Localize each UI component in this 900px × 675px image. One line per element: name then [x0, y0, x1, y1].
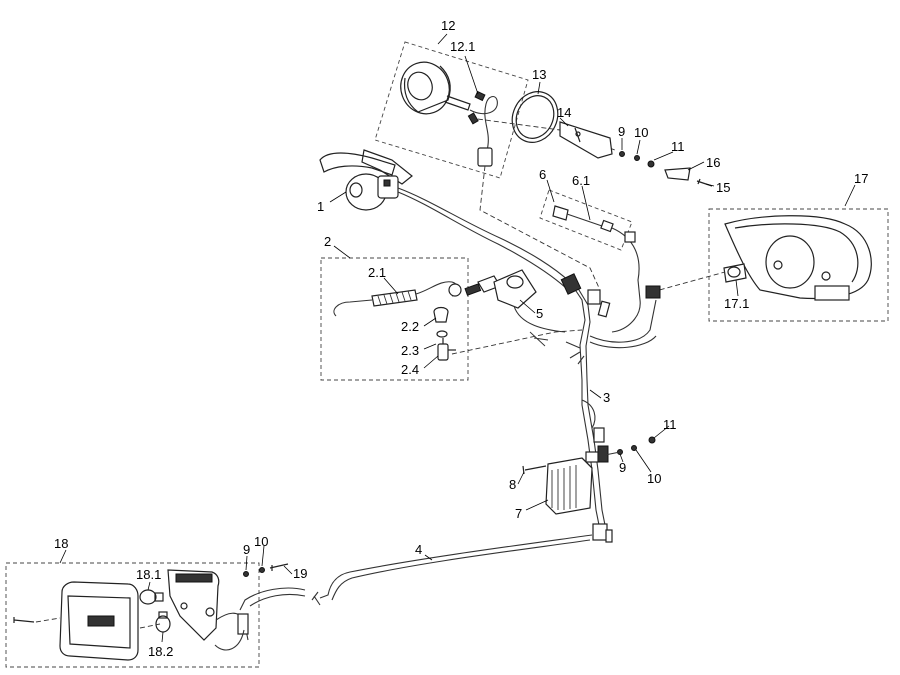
callout-8: 8: [509, 477, 516, 492]
callout-1: 1: [317, 199, 324, 214]
callout-5: 5: [536, 306, 543, 321]
callout-10-lower: 10: [254, 534, 268, 549]
callout-9-mid: 9: [619, 460, 626, 475]
callout-19: 19: [293, 566, 307, 581]
voltage-regulator: [545, 457, 593, 515]
screw-18-left: [13, 617, 35, 623]
callout-2-4: 2.4: [401, 362, 419, 377]
callout-2: 2: [324, 234, 331, 249]
callout-11-upper: 11: [671, 139, 685, 154]
bolt-8: [522, 465, 547, 475]
callout-18-1: 18.1: [136, 567, 161, 582]
callout-2-3: 2.3: [401, 343, 419, 358]
reflector-16: [664, 167, 691, 181]
callout-10-upper: 10: [634, 125, 648, 140]
callout-9-lower: 9: [243, 542, 250, 557]
tether-cord-2-1: [333, 281, 462, 317]
kill-switch-ring-2-3: [436, 330, 448, 338]
speedometer-dashed-line: [479, 165, 601, 291]
callout-9-upper: 9: [618, 124, 625, 139]
callout-4: 4: [415, 542, 422, 557]
group-box-2: [320, 257, 469, 381]
switch-cable: [397, 187, 571, 283]
callout-12: 12: [441, 18, 455, 33]
group-box-17: [708, 208, 889, 322]
headlight-bulb-17-1: [723, 263, 747, 283]
tail-bulb-18-2: [155, 611, 171, 633]
rear-wiring-harness: [239, 534, 593, 611]
callout-11-mid: 11: [663, 417, 677, 432]
callout-6-1: 6.1: [572, 173, 590, 188]
tail-light-housing: [167, 569, 220, 641]
group-box-6: [539, 189, 633, 251]
speedometer-connector: [467, 95, 498, 167]
nut-11-mid: [648, 436, 656, 444]
callout-16: 16: [706, 155, 720, 170]
group-box-18: [5, 562, 260, 668]
main-wiring-harness: [560, 273, 657, 543]
relay-6-1: [552, 205, 614, 233]
callout-12-1: 12.1: [450, 39, 475, 54]
speedometer: [400, 61, 486, 115]
tail-bulb-18-1: [139, 589, 164, 605]
callout-2-2: 2.2: [401, 319, 419, 334]
callout-18: 18: [54, 536, 68, 551]
tail-light-lens: [59, 581, 139, 661]
washer-10-upper: [634, 155, 640, 161]
callout-17: 17: [854, 171, 868, 186]
washer-9-lower: [243, 571, 249, 577]
ignition-switch: [464, 269, 537, 309]
handlebar-switch-assembly: [319, 149, 413, 211]
callout-7: 7: [515, 506, 522, 521]
callout-17-1: 17.1: [724, 296, 749, 311]
callout-15: 15: [716, 180, 730, 195]
bolt-19: [269, 563, 289, 571]
callout-6: 6: [539, 167, 546, 182]
headlight: [724, 215, 872, 301]
kill-switch-cap-2-2: [433, 306, 449, 323]
callout-18-2: 18.2: [148, 644, 173, 659]
group-box-12: [374, 41, 529, 179]
washer-9-upper: [619, 151, 625, 157]
washer-10-lower: [259, 567, 265, 573]
bezel-ring: [511, 91, 559, 143]
callout-10-mid: 10: [647, 471, 661, 486]
callout-3: 3: [603, 390, 610, 405]
nut-11-upper: [647, 160, 655, 168]
callout-2-1: 2.1: [368, 265, 386, 280]
callout-13: 13: [532, 67, 546, 82]
callout-14: 14: [557, 105, 571, 120]
washer-10-mid: [631, 445, 637, 451]
mount-bracket: [559, 121, 613, 159]
kill-switch-body-2-4: [437, 338, 456, 361]
